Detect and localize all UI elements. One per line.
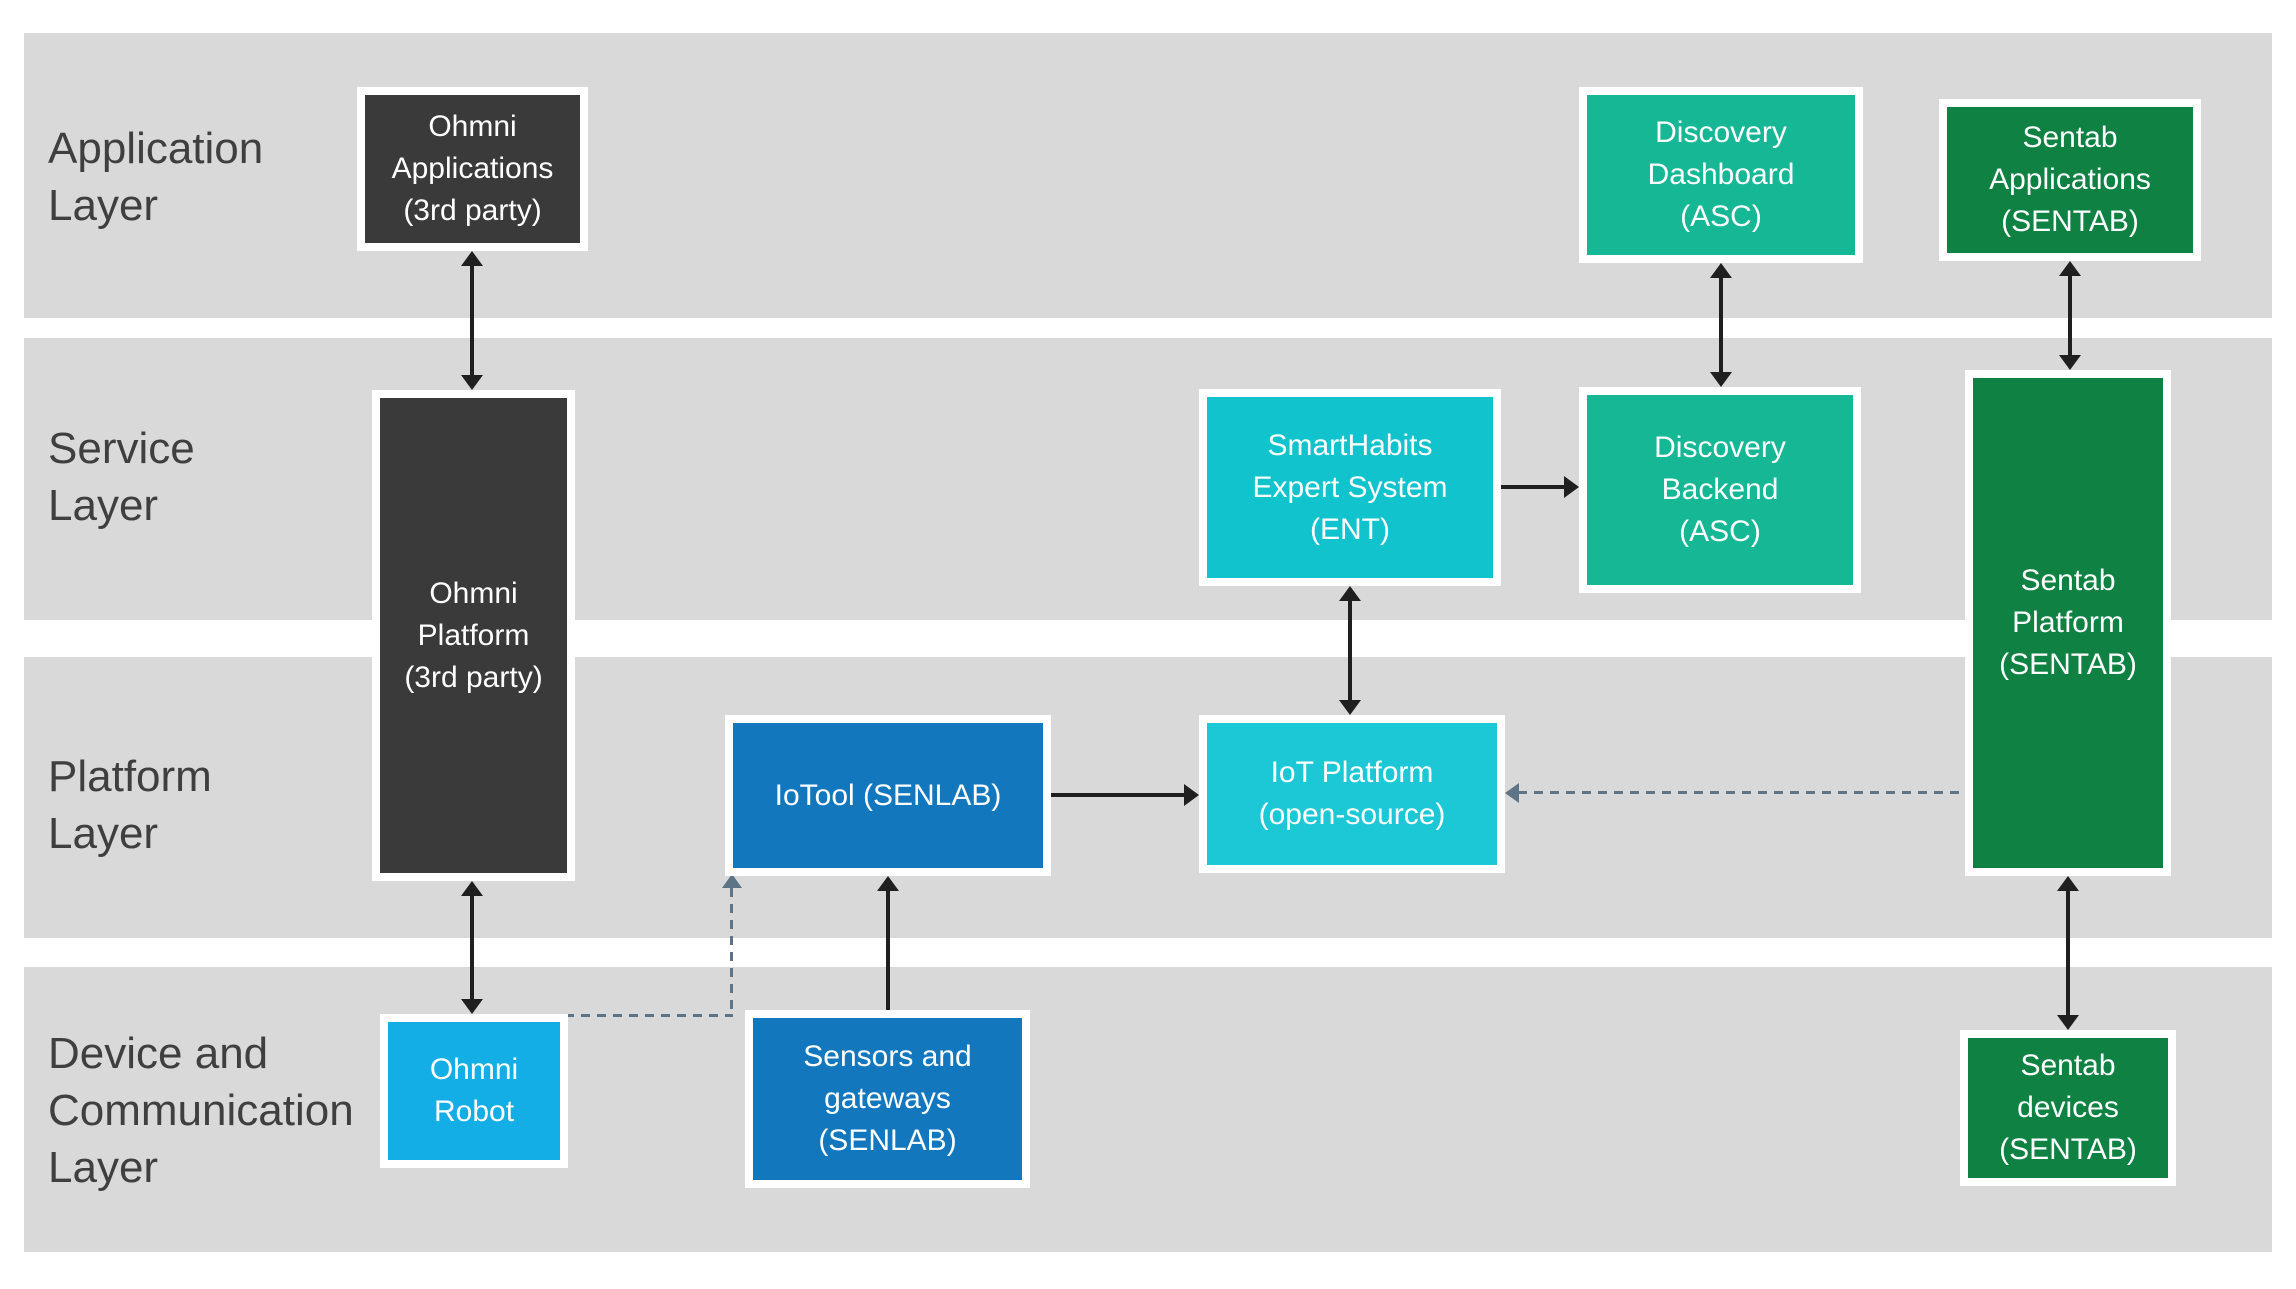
node-iotool: IoTool (SENLAB) (733, 723, 1043, 868)
node-label-line: Sentab (2020, 1049, 2116, 1082)
node-label-line: Applications (391, 152, 554, 185)
node-label-line: Dashboard (1647, 158, 1795, 191)
layer-label-line: Layer (48, 809, 159, 858)
node-sentab-platform: Sentab Platform (SENTAB) (1973, 378, 2163, 868)
node-smarthabits-expert-system: SmartHabits Expert System (ENT) (1207, 397, 1493, 578)
node-sensors-gateways: Sensors and gateways (SENLAB) (753, 1018, 1022, 1180)
arrow-ohmni-apps-platform (461, 251, 483, 390)
node-label-line: Ohmni (429, 1053, 519, 1086)
node-ohmni-applications: Ohmni Applications (3rd party) (365, 95, 580, 243)
node-label-line: gateways (824, 1082, 951, 1115)
arrowhead-down-icon (2057, 1015, 2079, 1030)
arrow-sentab-apps-platform (2059, 261, 2081, 370)
node-label-line: Backend (1661, 473, 1779, 506)
node-label-line: Sentab (2022, 121, 2118, 154)
node-label-line: Applications (1989, 163, 2151, 196)
layer-label-line: Layer (48, 481, 159, 530)
arrowhead-down-icon (1710, 372, 1732, 387)
arrow-iotool-iotplatform (1051, 784, 1199, 806)
node-sentab-devices: Sentab devices (SENTAB) (1968, 1038, 2168, 1178)
node-ohmni-platform: Ohmni Platform (3rd party) (380, 398, 567, 873)
arrow-smarthabits-backend (1501, 476, 1579, 498)
node-sentab-applications: Sentab Applications (SENTAB) (1947, 107, 2193, 253)
node-label-line: (SENTAB) (1999, 1133, 2137, 1166)
arrowhead-up-icon (877, 876, 899, 891)
layer-label-line: Communication (48, 1086, 354, 1135)
layer-band-application (24, 33, 2272, 318)
layer-label-line: Application (48, 124, 264, 173)
node-label-line: (open-source) (1258, 798, 1446, 831)
layer-label-line: Service (48, 424, 195, 473)
arrowhead-down-icon (1339, 700, 1361, 715)
node-discovery-dashboard: Discovery Dashboard (ASC) (1587, 95, 1855, 255)
arrowhead-down-icon (2059, 355, 2081, 370)
arrow-sentab-platform-devices (2057, 876, 2079, 1030)
node-label-line: (SENLAB) (818, 1124, 957, 1157)
node-label-line: Ohmni (428, 110, 517, 143)
arrowhead-up-icon (461, 881, 483, 896)
node-discovery-backend: Discovery Backend (ASC) (1587, 395, 1853, 585)
node-label-line: Platform (417, 618, 530, 652)
arrow-smarthabits-iotplatform (1339, 586, 1361, 715)
node-label-line: (SENTAB) (1999, 648, 2137, 681)
node-label-line: Discovery (1654, 431, 1786, 464)
node-label-line: Platform (2012, 606, 2124, 639)
dashed-connector-robot-to-iotool-horizontal (565, 1014, 733, 1017)
dashed-arrowhead-left-icon (1505, 783, 1519, 803)
arrow-dashboard-backend (1710, 263, 1732, 387)
layer-label-service: Service Layer (48, 420, 195, 534)
arrow-sensors-iotool (877, 876, 899, 1010)
dashed-connector-robot-to-iotool-vertical (730, 888, 733, 1016)
node-label-line: IoTool (SENLAB) (774, 778, 1002, 812)
node-label-line: (3rd party) (403, 194, 542, 227)
arrowhead-up-icon (461, 251, 483, 266)
node-label-line: Sensors and (803, 1040, 972, 1073)
node-label-line: IoT Platform (1270, 756, 1434, 789)
layer-label-platform: Platform Layer (48, 748, 212, 862)
layer-label-line: Layer (48, 181, 159, 230)
dashed-arrowhead-up-icon (722, 874, 742, 888)
arrow-ohmni-platform-robot (461, 881, 483, 1014)
node-label-line: (SENTAB) (2001, 205, 2139, 238)
node-label-line: Ohmni (429, 576, 518, 610)
arrowhead-up-icon (1339, 586, 1361, 601)
arrowhead-up-icon (2059, 261, 2081, 276)
node-label-line: (ASC) (1679, 515, 1761, 548)
layer-label-application: Application Layer (48, 120, 263, 234)
arrowhead-right-icon (1184, 784, 1199, 806)
node-label-line: Expert System (1252, 470, 1448, 504)
dashed-connector-sentab-to-iotplatform (1518, 791, 1965, 794)
node-ohmni-robot: Ohmni Robot (388, 1022, 560, 1160)
arrowhead-down-icon (461, 375, 483, 390)
arrowhead-up-icon (1710, 263, 1732, 278)
layer-label-device-communication: Device and Communication Layer (48, 1025, 354, 1196)
node-label-line: (ASC) (1680, 200, 1762, 233)
node-iot-platform: IoT Platform (open-source) (1207, 723, 1497, 865)
node-label-line: (3rd party) (404, 660, 543, 694)
arrowhead-right-icon (1564, 476, 1579, 498)
layer-band-service (24, 338, 2272, 620)
layer-label-line: Device and (48, 1029, 269, 1078)
node-label-line: Discovery (1655, 116, 1787, 149)
layer-band-device-communication (24, 967, 2272, 1252)
node-label-line: SmartHabits (1267, 428, 1433, 462)
node-label-line: Sentab (2020, 564, 2116, 597)
node-label-line: Robot (433, 1095, 515, 1128)
layer-label-line: Platform (48, 752, 212, 801)
arrowhead-down-icon (461, 999, 483, 1014)
layer-label-line: Layer (48, 1143, 159, 1192)
node-label-line: (ENT) (1310, 512, 1390, 546)
node-label-line: devices (2017, 1091, 2119, 1124)
arrowhead-up-icon (2057, 876, 2079, 891)
